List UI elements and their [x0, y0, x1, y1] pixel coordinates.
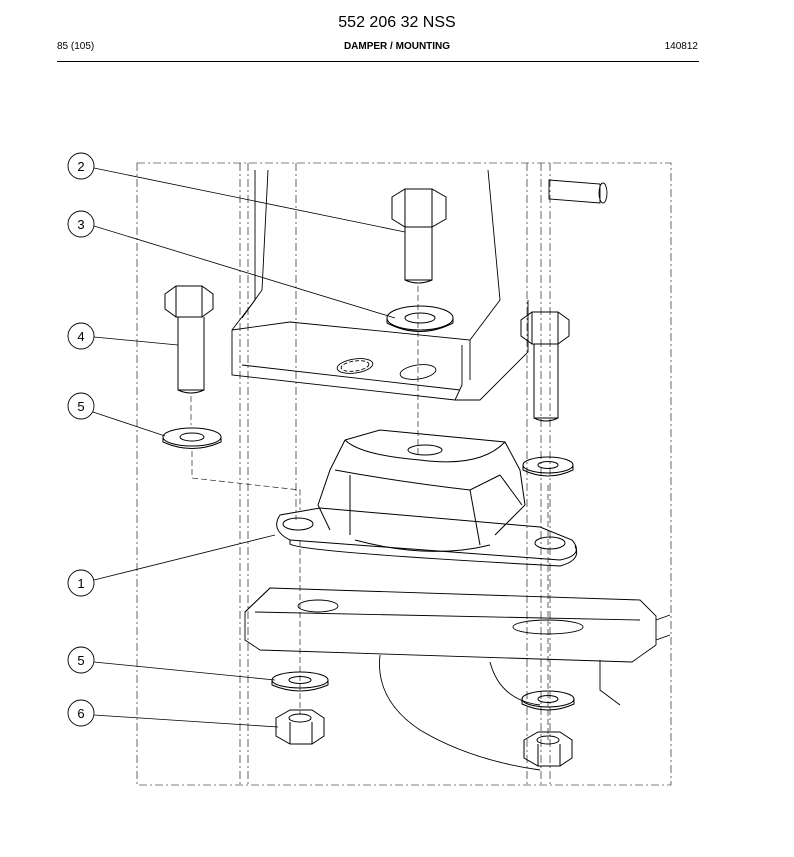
leader-lines	[92, 167, 406, 728]
frame-rail	[239, 163, 551, 785]
callout-label: 6	[77, 706, 84, 721]
drawing-frame	[136, 162, 672, 786]
lower-left-washer	[271, 671, 329, 692]
callout-label: 4	[77, 329, 84, 344]
upper-bracket	[231, 169, 529, 401]
callout-label: 1	[77, 576, 84, 591]
callout-label: 5	[77, 653, 84, 668]
washer	[386, 305, 454, 332]
callout-circle-5a	[67, 392, 95, 420]
header-rule	[57, 61, 699, 62]
callout-circle-4	[67, 322, 95, 350]
callout-circle-6	[67, 699, 95, 727]
pin	[548, 179, 608, 204]
callout-circle-2	[67, 152, 95, 180]
left-bolt	[164, 285, 214, 394]
callout-circle-5b	[67, 646, 95, 674]
callout-label: 5	[77, 399, 84, 414]
lower-right-washer	[521, 690, 575, 711]
center-bolt	[391, 188, 447, 284]
callout-circles	[67, 152, 95, 727]
callout-circle-3	[67, 210, 95, 238]
document-number: 552 206 32 NSS	[338, 14, 456, 31]
right-bolt	[520, 311, 570, 422]
right-upper-washer	[522, 456, 574, 477]
lower-left-nut	[275, 709, 325, 745]
callout-circle-1	[67, 569, 95, 597]
sheet-title: DAMPER / MOUNTING	[343, 41, 451, 52]
callout-label: 2	[77, 159, 84, 174]
left-washer	[162, 427, 222, 449]
date-code: 140812	[664, 41, 698, 52]
lower-right-nut	[523, 731, 573, 767]
page-number: 85 (105)	[57, 41, 95, 52]
damper	[276, 429, 578, 567]
callout-label: 3	[77, 217, 84, 232]
lower-bracket	[244, 587, 671, 771]
